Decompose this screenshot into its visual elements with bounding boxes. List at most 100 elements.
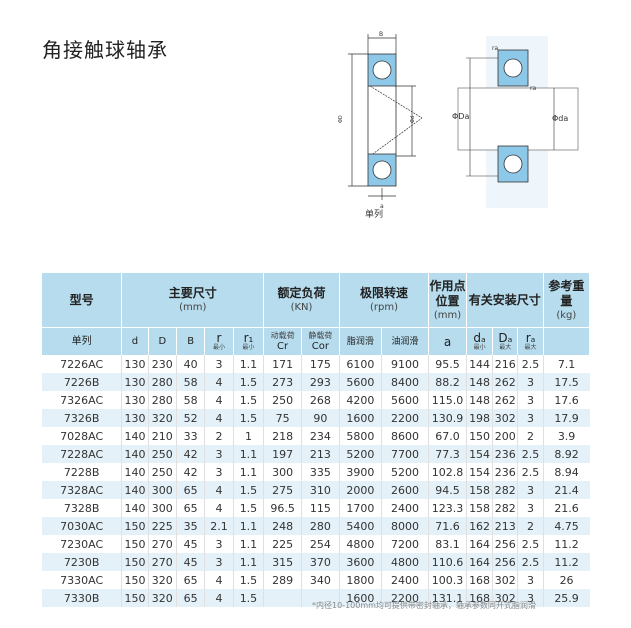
table-cell: 3: [517, 589, 544, 607]
table-cell: 2: [517, 517, 544, 535]
table-cell: 4.75: [543, 517, 590, 535]
model-cell: 7228B: [42, 463, 123, 481]
table-cell: 7700: [381, 445, 430, 463]
model-cell: 7326AC: [42, 391, 123, 409]
label-d: Φd: [410, 116, 416, 123]
table-cell: 218: [263, 427, 302, 445]
table-cell: 315: [263, 553, 302, 571]
table-cell: 65: [176, 499, 206, 517]
sub-model: 单列: [42, 327, 123, 355]
table-cell: 100.3: [428, 571, 467, 589]
table-cell: 197: [263, 445, 302, 463]
table-cell: 210: [148, 427, 177, 445]
table-cell: 130: [121, 391, 149, 409]
table-cell: 40: [176, 355, 206, 373]
table-cell: 96.5: [263, 499, 302, 517]
table-cell: 150: [121, 589, 149, 607]
table-cell: 302: [492, 571, 519, 589]
table-cell: 4800: [339, 535, 382, 553]
table-cell: 35: [176, 517, 206, 535]
table-cell: 90: [301, 409, 340, 427]
table-cell: 6100: [339, 355, 382, 373]
label-da: Φda: [552, 114, 568, 123]
table-cell: 8600: [381, 427, 430, 445]
table-cell: 236: [492, 463, 519, 481]
label-ra-top: ra: [492, 45, 498, 52]
table-cell: 168: [466, 571, 494, 589]
table-cell: 320: [148, 409, 177, 427]
table-cell: 3: [517, 571, 544, 589]
model-cell: 7330B: [42, 589, 123, 607]
diagram-caption: 单列: [365, 210, 384, 220]
table-cell: 4800: [381, 553, 430, 571]
table-cell: 9100: [381, 355, 430, 373]
header-speed: 极限转速 (rpm): [339, 273, 430, 328]
table-cell: 115.0: [428, 391, 467, 409]
table-cell: 42: [176, 445, 206, 463]
table-cell: 1600: [339, 589, 382, 607]
table-cell: 158: [466, 481, 494, 499]
label-D: ΦD: [338, 115, 344, 123]
table-cell: 3: [204, 445, 234, 463]
table-cell: 4: [204, 589, 234, 607]
table-cell: 26: [543, 571, 590, 589]
table-cell: 213: [301, 445, 340, 463]
table-cell: 1: [233, 427, 265, 445]
table-cell: 1.1: [233, 445, 265, 463]
table-cell: 65: [176, 571, 206, 589]
table-cell: 8400: [381, 373, 430, 391]
table-cell: 3: [517, 373, 544, 391]
table-cell: 270: [148, 553, 177, 571]
model-cell: 7226B: [42, 373, 123, 391]
table-cell: 71.6: [428, 517, 467, 535]
table-cell: 33: [176, 427, 206, 445]
model-cell: 7328AC: [42, 481, 123, 499]
table-cell: 1.1: [233, 553, 265, 571]
table-cell: 130: [121, 409, 149, 427]
table-cell: 225: [263, 535, 302, 553]
table-cell: 250: [148, 445, 177, 463]
header-load-center: 作用点位置 (mm): [428, 273, 467, 328]
table-cell: 2.5: [517, 553, 544, 571]
label-ra-right: ra: [530, 85, 536, 92]
table-cell: 88.2: [428, 373, 467, 391]
table-cell: 3: [517, 409, 544, 427]
sub-B: B: [176, 327, 206, 355]
table-cell: 216: [492, 355, 519, 373]
table-cell: 154: [466, 445, 494, 463]
header-row-main: 型号 主要尺寸 (mm) 额定负荷 (KN) 极限转速 (rpm) 作用点位置 …: [42, 273, 591, 328]
table-cell: 158: [466, 499, 494, 517]
table-cell: 123.3: [428, 499, 467, 517]
table-cell: 171: [263, 355, 302, 373]
table-cell: 8.92: [543, 445, 590, 463]
table-cell: 5600: [339, 373, 382, 391]
table-cell: 3: [204, 553, 234, 571]
model-cell: 7030AC: [42, 517, 123, 535]
sub-D: D: [148, 327, 177, 355]
model-cell: 7230B: [42, 553, 123, 571]
table-cell: 2400: [381, 499, 430, 517]
table-cell: 2600: [381, 481, 430, 499]
table-cell: 2: [204, 427, 234, 445]
table-cell: 65: [176, 481, 206, 499]
table-cell: 3: [517, 391, 544, 409]
table-cell: 5800: [339, 427, 382, 445]
table-cell: 230: [148, 355, 177, 373]
table-cell: 52: [176, 409, 206, 427]
table-cell: 282: [492, 481, 519, 499]
table-cell: 4: [204, 409, 234, 427]
table-cell: 3: [204, 355, 234, 373]
table-cell: 4: [204, 481, 234, 499]
table-cell: 25.9: [543, 589, 590, 607]
table-cell: 2200: [381, 589, 430, 607]
table-cell: 268: [301, 391, 340, 409]
table-cell: 150: [121, 535, 149, 553]
table-cell: 11.2: [543, 535, 590, 553]
